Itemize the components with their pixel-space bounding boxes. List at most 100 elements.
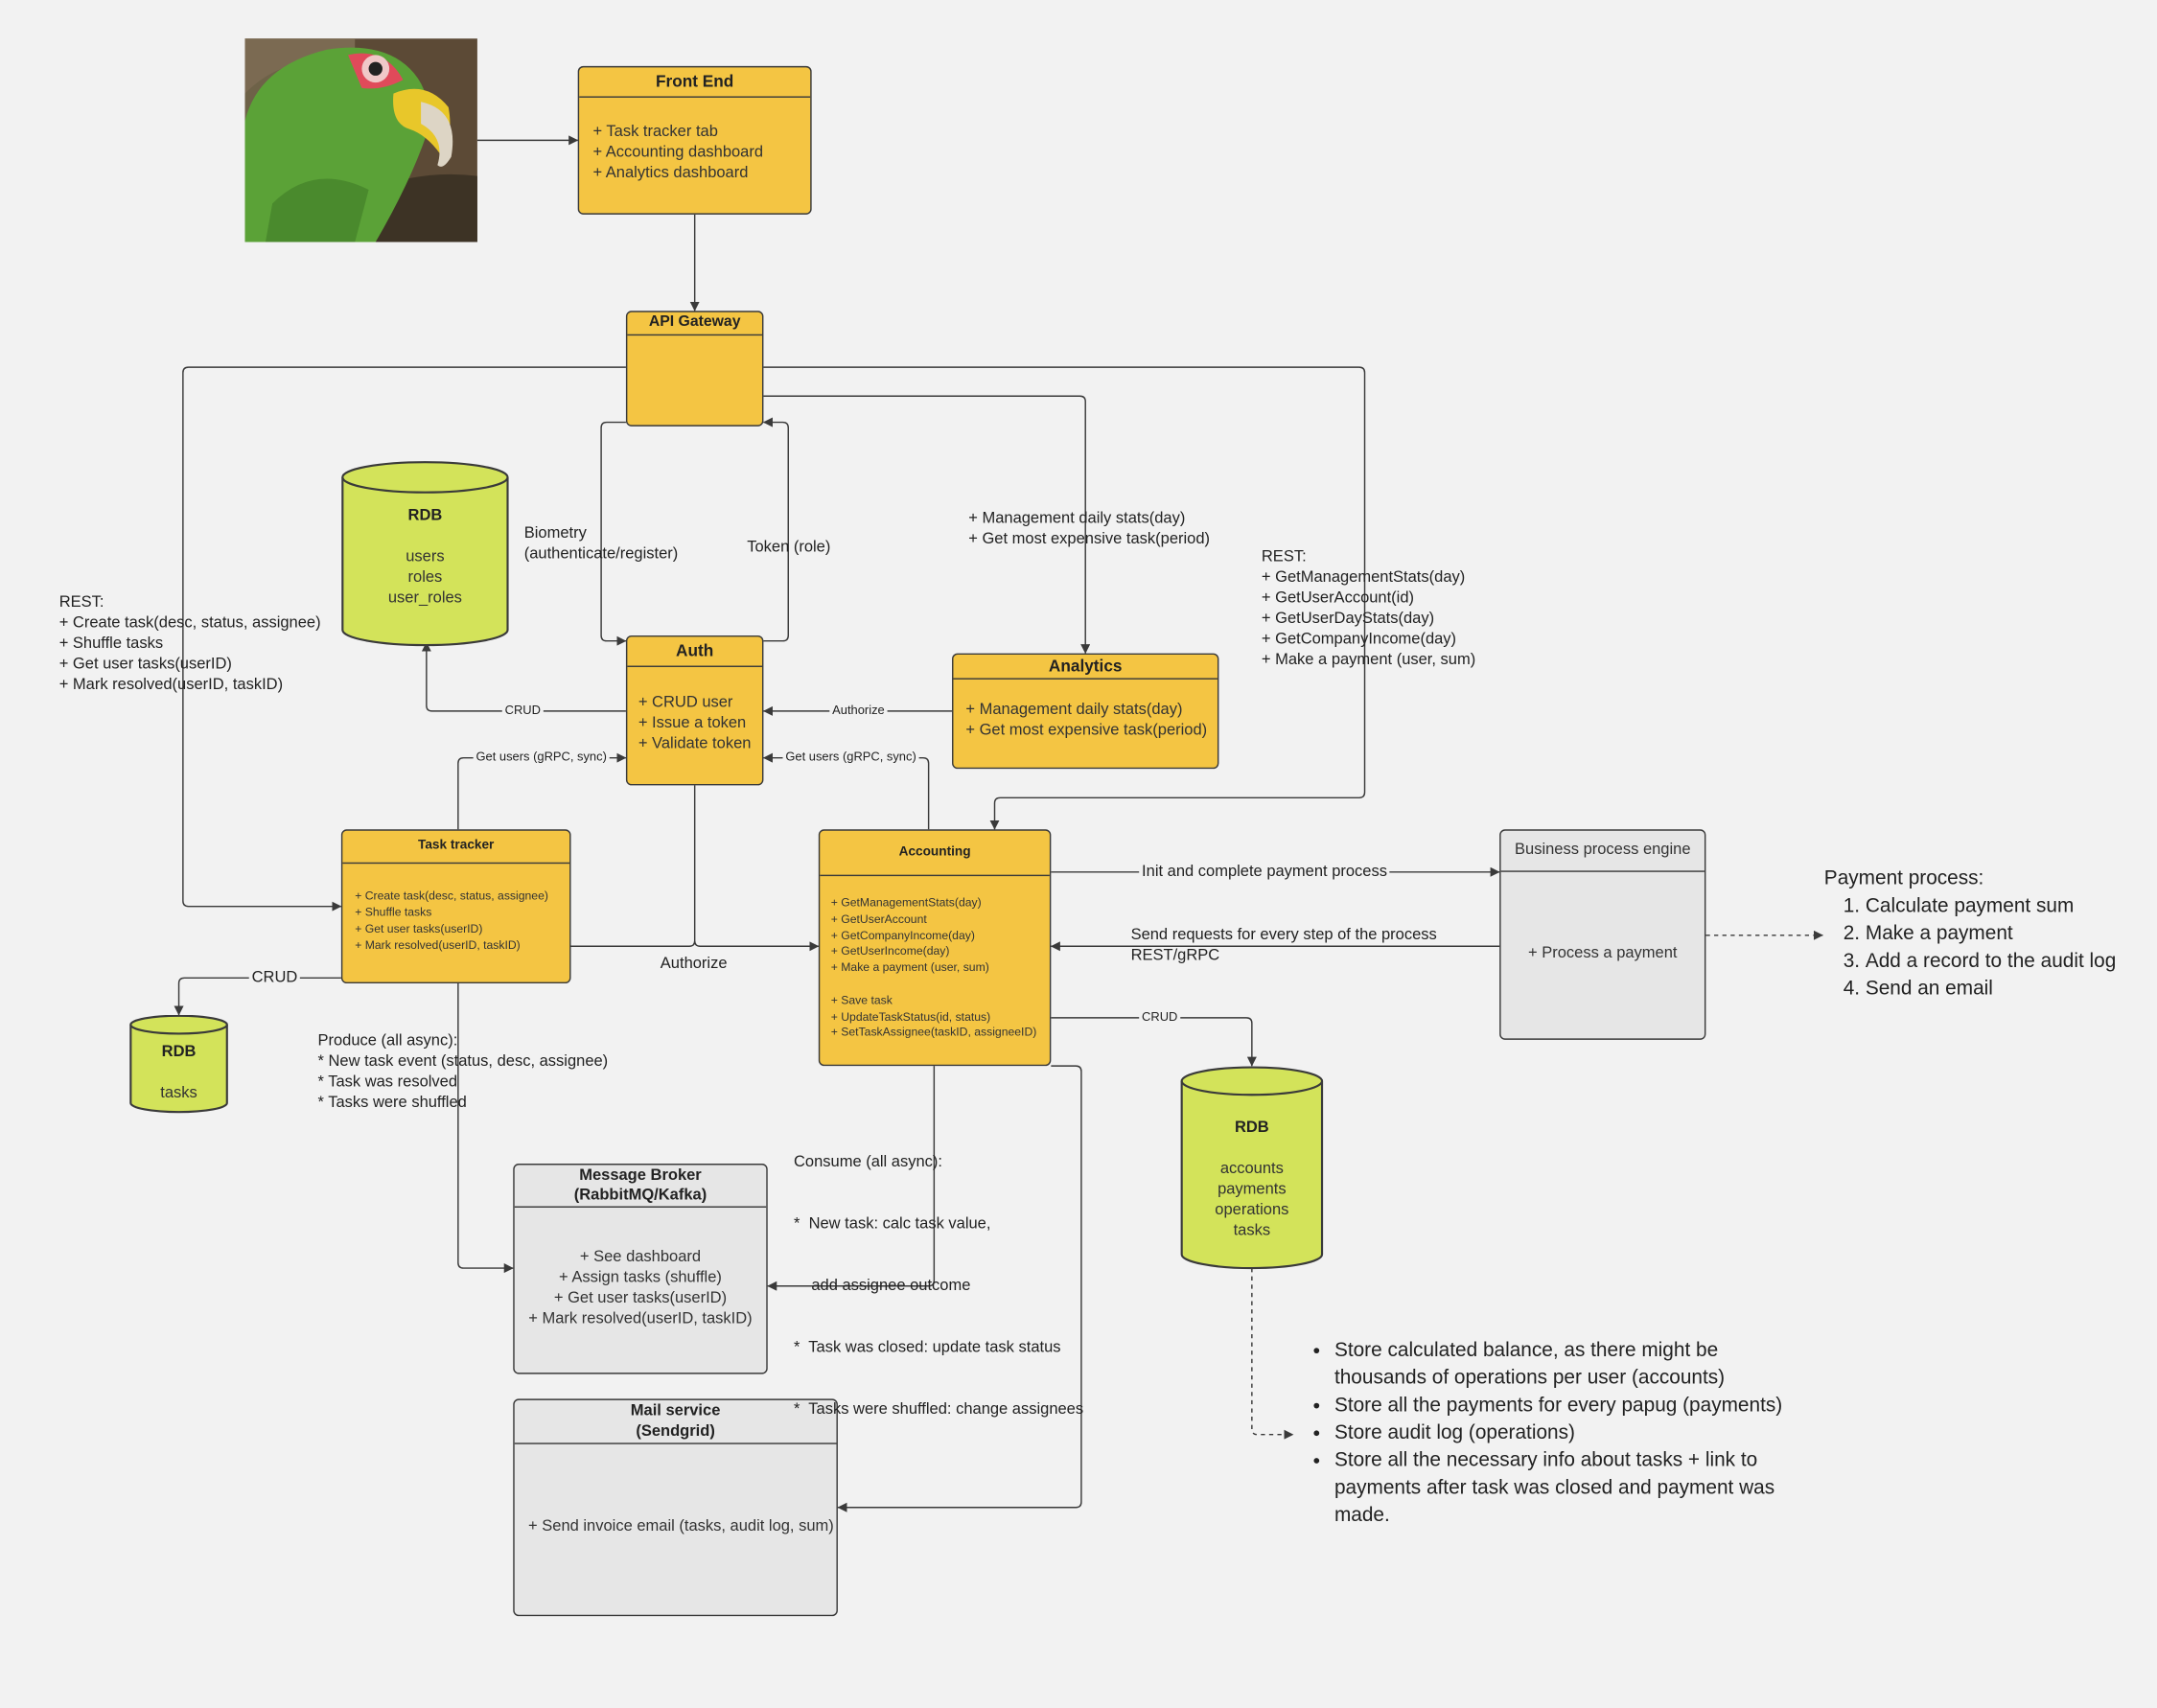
rdb-auth-items: users roles user_roles	[341, 547, 509, 610]
message-broker-items: + See dashboard + Assign tasks (shuffle)…	[515, 1208, 767, 1330]
mail-service-item: + Send invoice email (tasks, audit log, …	[528, 1518, 834, 1535]
rdb-auth-title: RDB	[407, 507, 443, 524]
payment-process-step: Send an email	[1866, 975, 2149, 1003]
accounting-item: + GetManagementStats(day)	[830, 895, 982, 910]
arrow-produce	[457, 983, 514, 1274]
produce-line: * Tasks were shuffled	[317, 1095, 467, 1112]
auth-items: + CRUD user + Issue a token + Validate t…	[627, 667, 762, 755]
task-tracker-item: + Get user tasks(userID)	[355, 921, 483, 935]
auth-item: + CRUD user	[638, 694, 733, 711]
analytics-items: + Management daily stats(day) + Get most…	[953, 680, 1218, 742]
frontend-item: + Task tracker tab	[592, 124, 718, 141]
arrow-get-users-left	[457, 752, 627, 830]
storage-notes: Store calculated balance, as there might…	[1313, 1337, 1809, 1530]
accounting-item: + Make a payment (user, sum)	[830, 959, 989, 975]
mail-service-items: + Send invoice email (tasks, audit log, …	[515, 1444, 837, 1538]
payment-process-note: Payment process: Calculate payment sum M…	[1824, 866, 2149, 1004]
rdb-item: accounts	[1219, 1161, 1284, 1178]
mail-service-title: Mail service (Sendgrid)	[514, 1400, 837, 1444]
rest-left-line: REST:	[58, 593, 104, 612]
auth-item: + Issue a token	[638, 715, 747, 732]
payment-process-title: Payment process:	[1823, 867, 1984, 890]
mail-service-box: Mail service (Sendgrid) + Send invoice e…	[513, 1398, 838, 1617]
rdb-item: tasks	[1233, 1222, 1271, 1239]
frontend-item: + Analytics dashboard	[592, 165, 749, 182]
auth-box: Auth + CRUD user + Issue a token + Valid…	[625, 635, 764, 786]
task-tracker-item: + Shuffle tasks	[355, 905, 432, 919]
task-tracker-item: + Mark resolved(userID, taskID)	[355, 937, 521, 953]
mail-service-title-line: (Sendgrid)	[636, 1422, 715, 1440]
consume-line: Consume (all async):	[793, 1153, 942, 1171]
api-gateway-title: API Gateway	[627, 312, 762, 336]
payment-process-step: Add a record to the audit log	[1866, 948, 2149, 976]
arrow-accounting-to-mail	[837, 1065, 1082, 1512]
accounting-item: + UpdateTaskStatus(id, status)	[830, 1008, 991, 1024]
message-broker-item: + See dashboard	[579, 1248, 702, 1266]
storage-note: Store audit log (operations)	[1334, 1419, 1809, 1447]
rdb-auth-cylinder: RDB users roles user_roles	[341, 461, 509, 647]
rest-right-line: + GetUserDayStats(day)	[1261, 611, 1435, 628]
payment-process-step: Calculate payment sum	[1866, 892, 2149, 920]
arrow-rest-right	[763, 366, 1366, 830]
consume-line: * Task was closed: update task status	[793, 1339, 1061, 1356]
send-requests-label: Send requests for every step of the proc…	[1131, 926, 1437, 967]
storage-notes-list: Store calculated balance, as there might…	[1313, 1337, 1809, 1530]
accounting-item: + GetUserIncome(day)	[830, 943, 950, 958]
rdb-item: operations	[1215, 1202, 1289, 1219]
accounting-item: + GetUserAccount	[830, 912, 927, 926]
rest-left-line: + Create task(desc, status, assignee)	[58, 614, 321, 632]
bpe-item: + Process a payment	[1528, 944, 1678, 962]
message-broker-item: + Mark resolved(userID, taskID)	[528, 1310, 753, 1327]
message-broker-item: + Assign tasks (shuffle)	[559, 1269, 722, 1286]
authorize-bottom-label: Authorize	[660, 956, 728, 973]
storage-note: Store calculated balance, as there might…	[1334, 1337, 1809, 1392]
accounting-item: + SetTaskAssignee(taskID, assigneeID)	[830, 1025, 1037, 1039]
rdb-accounting-title: RDB	[1234, 1119, 1269, 1137]
get-users-right-label: Get users (gRPC, sync)	[782, 750, 919, 765]
arrow-crud-acc	[1051, 1017, 1257, 1067]
business-process-engine-box: Business process engine + Process a paym…	[1499, 829, 1706, 1040]
get-users-left-label: Get users (gRPC, sync)	[473, 750, 610, 765]
message-broker-item: + Get user tasks(userID)	[553, 1290, 728, 1307]
accounting-title: Accounting	[820, 831, 1050, 877]
arrow-crud-tasks	[174, 977, 341, 1016]
frontend-item: + Accounting dashboard	[592, 144, 764, 161]
message-broker-box: Message Broker (RabbitMQ/Kafka) + See da…	[513, 1164, 768, 1374]
analytics-api-label: + Management daily stats(day) + Get most…	[968, 509, 1210, 550]
rdb-item: roles	[407, 569, 443, 587]
consume-line: * New task: calc task value,	[793, 1215, 991, 1233]
consume-line: * Tasks were shuffled: change assignees	[793, 1401, 1084, 1419]
arrow-biometry	[600, 421, 627, 646]
rest-right-line: + Make a payment (user, sum)	[1261, 652, 1476, 669]
crud-tasks-label: CRUD	[248, 968, 301, 989]
frontend-box: Front End + Task tracker tab + Accountin…	[577, 65, 812, 215]
rest-right-line: + GetManagementStats(day)	[1261, 569, 1466, 587]
storage-note: Store all the necessary info about tasks…	[1334, 1447, 1809, 1530]
accounting-item	[831, 977, 1036, 993]
rdb-tasks-items: tasks	[129, 1084, 228, 1105]
rdb-item: users	[406, 548, 445, 565]
arrow-get-users-right	[762, 752, 930, 830]
arrow-dashed-notes	[1251, 1268, 1294, 1440]
analytics-title: Analytics	[953, 655, 1218, 680]
payment-process-step: Make a payment	[1866, 920, 2149, 948]
rest-right-line: + GetCompanyIncome(day)	[1261, 631, 1457, 648]
rest-left-line: + Mark resolved(userID, taskID)	[58, 677, 284, 694]
message-broker-title-line: (RabbitMQ/Kafka)	[573, 1187, 707, 1204]
rdb-item: user_roles	[387, 589, 462, 607]
arrow-rest-left	[182, 366, 626, 912]
parrot-image	[244, 38, 477, 242]
consume-line: add assignee outcome	[793, 1278, 971, 1295]
rdb-item: payments	[1218, 1181, 1287, 1198]
send-requests-line: REST/gRPC	[1130, 947, 1220, 964]
produce-line: * Task was resolved	[317, 1073, 458, 1091]
send-requests-line: Send requests for every step of the proc…	[1130, 927, 1437, 944]
analytics-api-line: + Get most expensive task(period)	[968, 530, 1211, 548]
bpe-title: Business process engine	[1500, 831, 1705, 872]
bpe-items: + Process a payment	[1501, 872, 1705, 964]
message-broker-title: Message Broker (RabbitMQ/Kafka)	[514, 1165, 767, 1208]
rest-right-label: REST: + GetManagementStats(day) + GetUse…	[1262, 547, 1475, 671]
mail-service-title-line: Mail service	[630, 1402, 721, 1419]
crud-accounting-label: CRUD	[1139, 1009, 1181, 1026]
rdb-item: tasks	[160, 1085, 197, 1102]
